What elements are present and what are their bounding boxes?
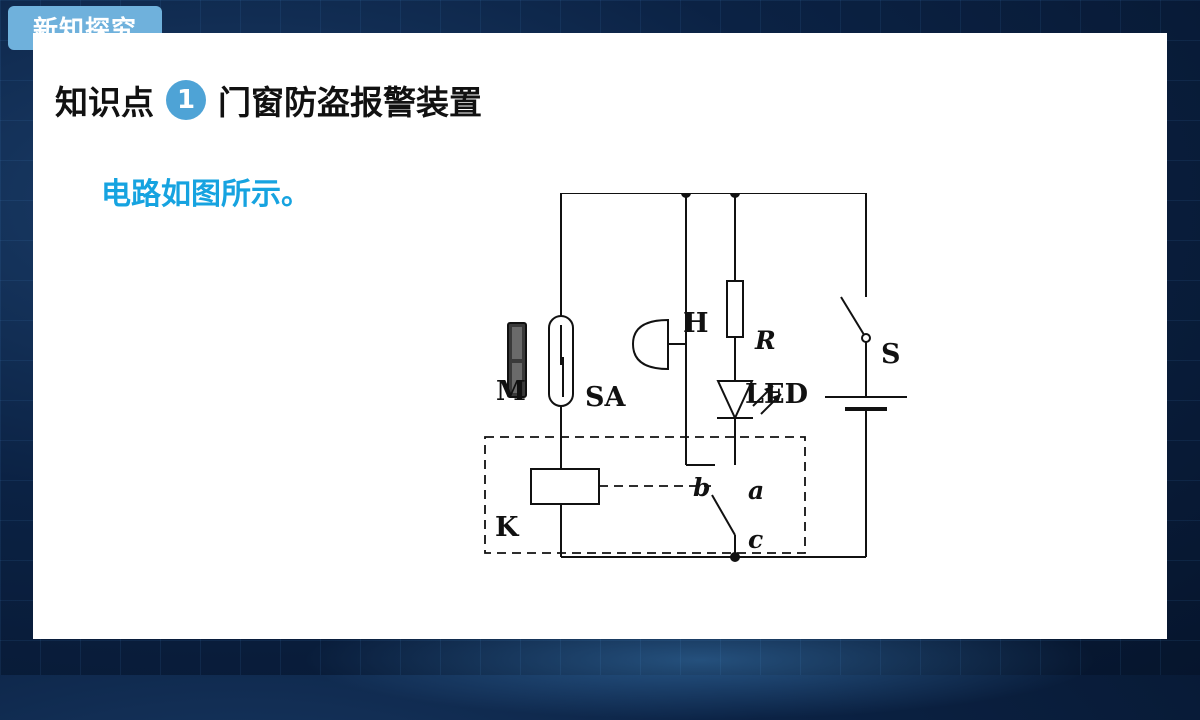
label-led: LED [745, 379, 808, 410]
buzzer-h [631, 318, 669, 371]
label-c: c [748, 525, 763, 554]
number-badge: 1 [166, 80, 206, 120]
led-arrow-1 [764, 386, 773, 395]
label-m: M [496, 376, 526, 407]
led-arrow-2 [772, 394, 781, 403]
switch-blade-c [711, 494, 736, 536]
magnet-pole-s [512, 363, 522, 393]
label-r: R [754, 326, 776, 355]
circuit-diagram: M SA H R LED S K b a c [484, 193, 907, 562]
label-b: b [693, 473, 710, 502]
page-title: 知识点 1 门窗防盗报警装置 [55, 75, 482, 125]
switch-s-blade [840, 296, 867, 339]
magnet-pole-n [512, 327, 522, 359]
label-a: a [748, 476, 764, 505]
content-panel: 知识点 1 门窗防盗报警装置 电路如图所示。 [33, 33, 1167, 639]
relay-enclosure [484, 436, 806, 554]
label-k: K [495, 512, 520, 543]
subtitle: 电路如图所示。 [101, 177, 311, 212]
junction-dot-1 [681, 193, 691, 198]
title-text: 门窗防盗报警装置 [218, 83, 482, 122]
label-h: H [683, 308, 709, 339]
resistor-r [726, 280, 744, 338]
switch-s-pivot [861, 333, 871, 343]
label-sa: SA [585, 382, 626, 413]
label-s: S [881, 339, 901, 370]
led-diode [716, 380, 754, 421]
relay-coil-k [530, 468, 600, 505]
junction-dot-2 [730, 193, 740, 198]
title-prefix: 知识点 [55, 83, 154, 122]
junction-dot-3 [730, 552, 740, 562]
